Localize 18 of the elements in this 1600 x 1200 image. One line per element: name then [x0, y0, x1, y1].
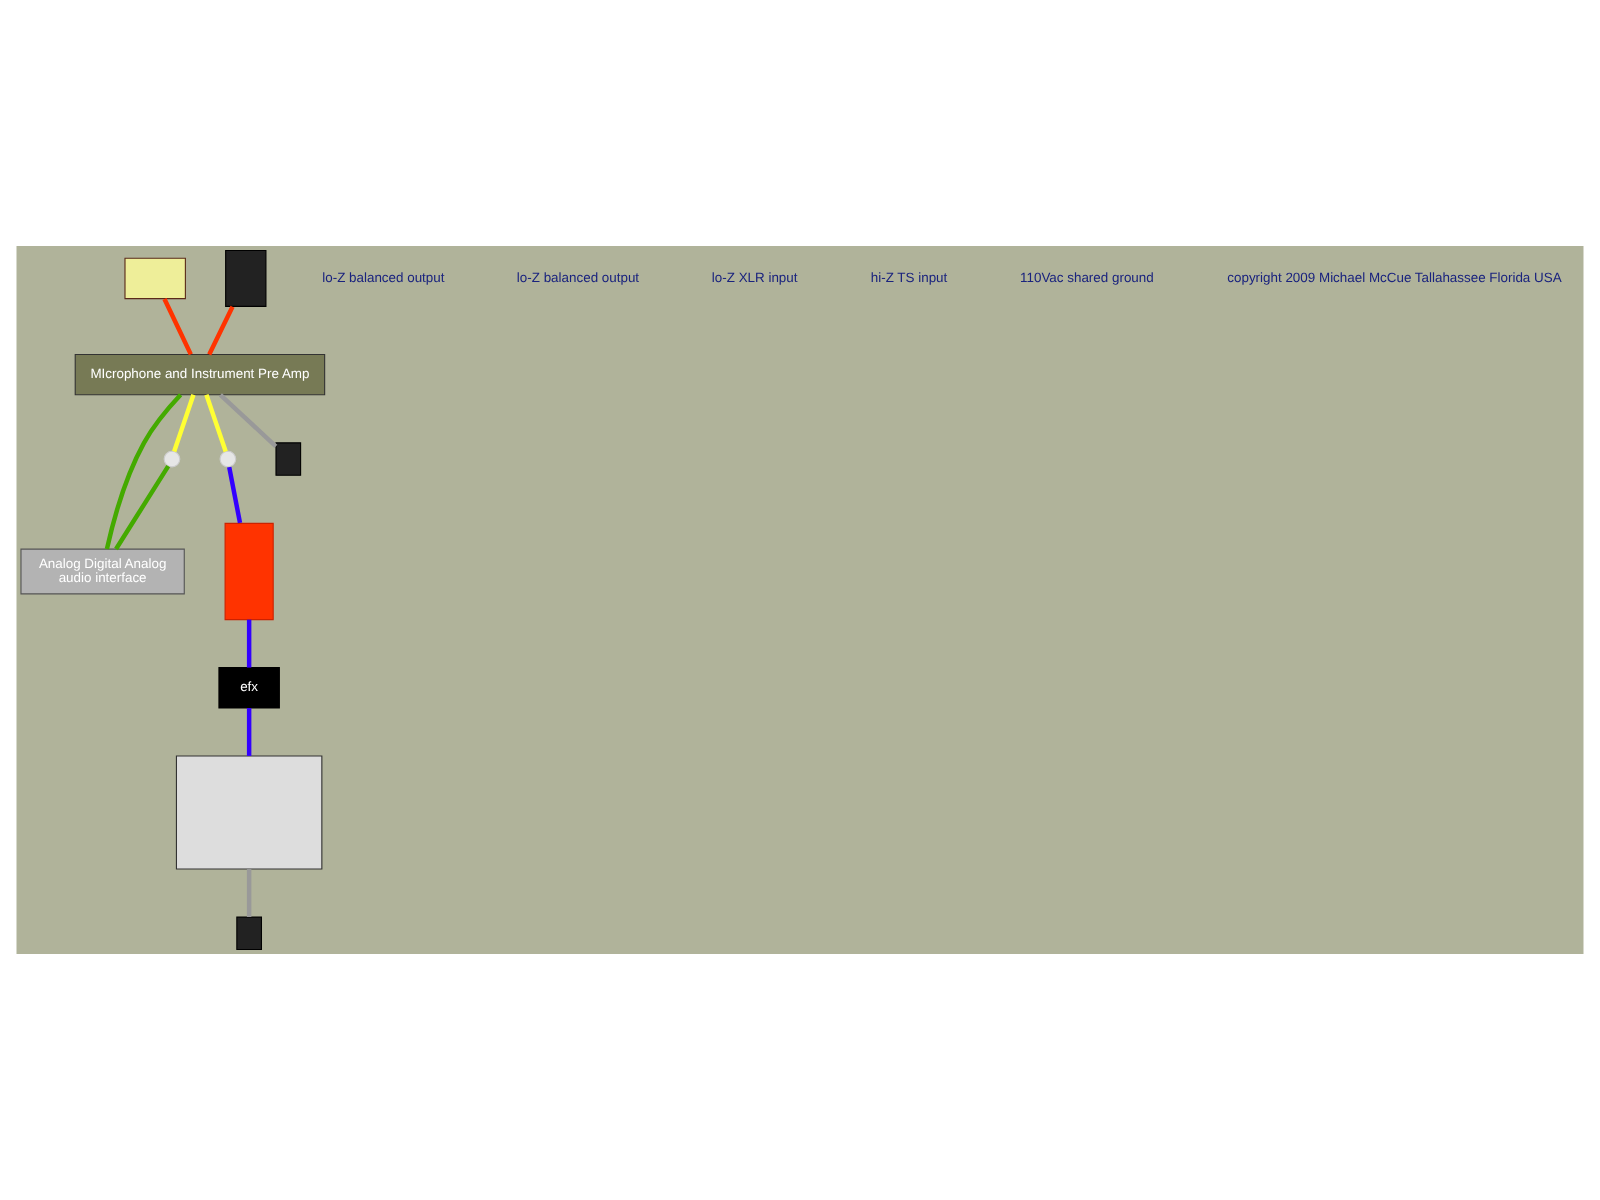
node-box: [236, 916, 262, 951]
connector: [104, 393, 183, 550]
connector: [246, 619, 252, 668]
connector: [227, 466, 243, 524]
node-box: [124, 257, 186, 300]
node-circle: [219, 450, 237, 468]
connector: [218, 393, 278, 448]
connector: [114, 464, 171, 551]
node-box: [175, 755, 323, 870]
node-box: [224, 522, 274, 621]
connector: [204, 394, 228, 453]
node-box: [225, 249, 267, 307]
connector: [162, 298, 193, 356]
connector: [246, 708, 252, 756]
node-box: [275, 442, 302, 476]
connector: [207, 305, 235, 356]
connector: [172, 394, 196, 453]
node-circle: [163, 450, 181, 468]
